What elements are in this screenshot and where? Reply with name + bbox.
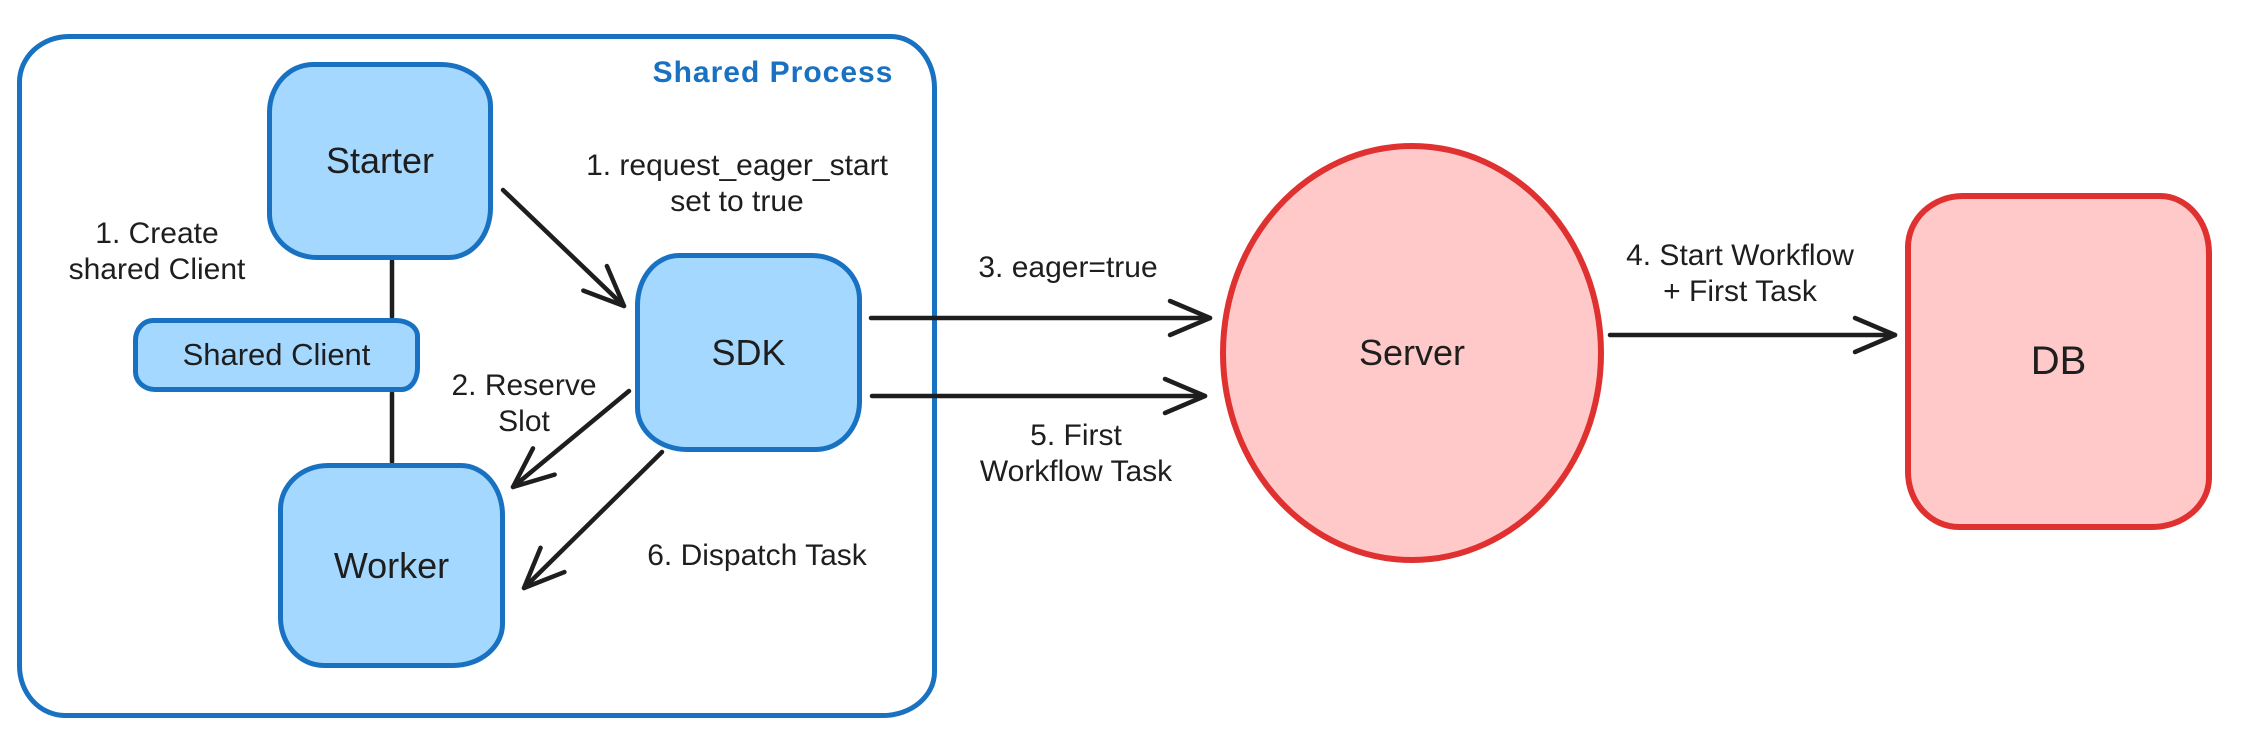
sdk-label: SDK [711, 331, 786, 373]
label-start-workflow-first-task: 4. Start Workflow + First Task [1626, 238, 1854, 310]
shared-process-label: Shared Process [652, 56, 894, 89]
worker-node: Worker [278, 463, 505, 668]
worker-label: Worker [333, 544, 450, 586]
server-node: Server [1220, 143, 1604, 563]
starter-label: Starter [325, 140, 435, 181]
shared-client-node: Shared Client [133, 318, 420, 392]
server-label: Server [1358, 332, 1466, 373]
label-reserve-slot-line1: 2. Reserve [451, 369, 597, 402]
label-create-shared-client-line1: 1. Create [95, 217, 219, 250]
label-request-eager-start-line1: 1. request_eager_start [586, 149, 888, 182]
sdk-node: SDK [635, 253, 862, 452]
label-dispatch-task: 6. Dispatch Task [647, 538, 867, 574]
label-request-eager-start-line2: set to true [670, 185, 804, 218]
label-first-workflow-task-line2: Workflow Task [979, 455, 1173, 488]
shared-process-container [17, 34, 937, 718]
label-start-workflow-line2: + First Task [1663, 275, 1817, 308]
label-request-eager-start: 1. request_eager_start set to true [586, 148, 888, 220]
shared-client-label: Shared Client [182, 337, 371, 372]
db-node: DB [1905, 193, 2212, 530]
label-reserve-slot-line2: Slot [498, 405, 550, 438]
starter-node: Starter [267, 62, 493, 260]
label-eager-true-line1: 3. eager=true [978, 251, 1158, 284]
label-first-workflow-task: 5. First Workflow Task [980, 418, 1172, 490]
label-start-workflow-line1: 4. Start Workflow [1626, 239, 1854, 272]
label-eager-true: 3. eager=true [978, 250, 1157, 286]
label-first-workflow-task-line1: 5. First [1030, 419, 1122, 452]
label-create-shared-client: 1. Create shared Client [69, 216, 246, 288]
label-dispatch-task-line1: 6. Dispatch Task [647, 539, 867, 572]
label-create-shared-client-line2: shared Client [68, 253, 246, 286]
db-label: DB [2030, 339, 2087, 383]
label-reserve-slot: 2. Reserve Slot [451, 368, 596, 440]
